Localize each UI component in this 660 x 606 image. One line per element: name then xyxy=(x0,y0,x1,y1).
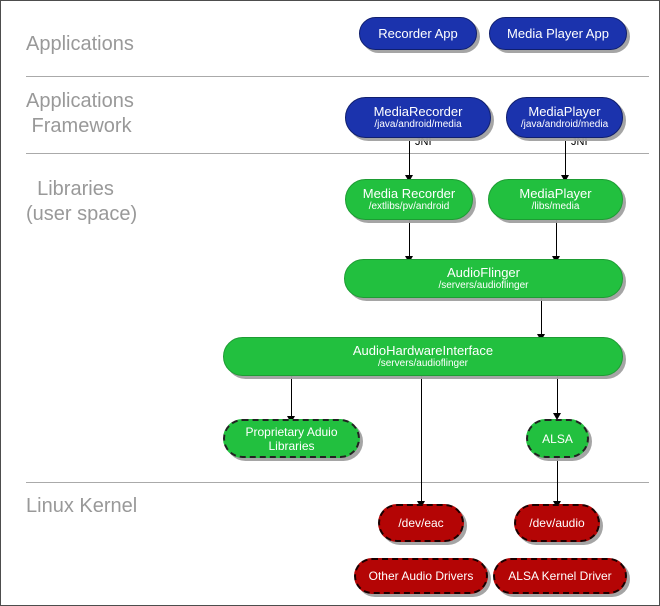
node-audioflinger[interactable]: AudioFlinger /servers/audioflinger xyxy=(344,259,623,298)
node-alsa-kernel-driver-title: ALSA Kernel Driver xyxy=(508,569,612,583)
node-dev-audio-title: /dev/audio xyxy=(529,516,585,530)
connector-media-recorder-lib-to-audioflinger xyxy=(409,220,410,260)
divider-applications xyxy=(26,76,649,77)
layer-label-libraries: Libraries (user space) xyxy=(26,178,138,225)
node-alsa-kernel-driver[interactable]: ALSA Kernel Driver xyxy=(493,558,627,594)
connector-mediaplayer-to-lib xyxy=(565,141,566,178)
layer-label-applications-framework: Applications Framework xyxy=(26,90,134,137)
node-media-recorder-lib[interactable]: Media Recorder /extlibs/pv/android xyxy=(345,179,473,220)
edge-label-jni-recorder: JNI xyxy=(415,136,432,148)
connector-ahi-to-proprietary-libs xyxy=(291,376,292,420)
divider-applications-framework xyxy=(26,153,649,154)
node-mediaplayer-framework-title: MediaPlayer xyxy=(528,104,601,119)
connector-ahi-to-alsa xyxy=(557,376,558,416)
node-mediaplayer-framework-subtitle: /java/android/media xyxy=(520,119,609,130)
node-audiohardwareinterface-title: AudioHardwareInterface xyxy=(352,343,494,358)
connector-audioflinger-to-audiohardwareinterface xyxy=(541,298,542,338)
node-mediaplayer-framework[interactable]: MediaPlayer /java/android/media xyxy=(506,97,623,138)
node-audioflinger-subtitle: /servers/audioflinger xyxy=(438,280,529,291)
divider-linux-kernel xyxy=(26,482,649,483)
node-alsa-title: ALSA xyxy=(542,431,573,446)
node-proprietary-audio-libraries[interactable]: Proprietary Aduio Libraries xyxy=(223,419,360,458)
node-mediarecorder-framework-subtitle: /java/android/media xyxy=(374,119,462,130)
node-dev-eac[interactable]: /dev/eac xyxy=(378,504,464,542)
node-dev-eac-title: /dev/eac xyxy=(398,516,444,530)
node-mediaplayer-lib[interactable]: MediaPlayer /libs/media xyxy=(488,179,623,220)
node-media-recorder-lib-title: Media Recorder xyxy=(362,186,456,201)
node-proprietary-audio-libraries-title: Proprietary Aduio Libraries xyxy=(245,424,338,453)
node-media-recorder-lib-subtitle: /extlibs/pv/android xyxy=(368,201,450,212)
node-dev-audio[interactable]: /dev/audio xyxy=(514,504,600,542)
node-recorder-app-title: Recorder App xyxy=(378,26,458,41)
node-other-audio-drivers-title: Other Audio Drivers xyxy=(368,569,474,583)
node-mediaplayer-lib-subtitle: /libs/media xyxy=(531,201,580,212)
connector-mediaplayer-lib-to-audioflinger xyxy=(556,220,557,260)
connector-alsa-to-dev-audio xyxy=(557,458,558,506)
node-mediarecorder-framework[interactable]: MediaRecorder /java/android/media xyxy=(345,97,491,138)
layer-label-applications: Applications xyxy=(26,33,134,55)
node-audioflinger-title: AudioFlinger xyxy=(447,265,520,280)
node-mediarecorder-framework-title: MediaRecorder xyxy=(373,104,463,119)
node-media-player-app-title: Media Player App xyxy=(507,26,609,41)
node-other-audio-drivers[interactable]: Other Audio Drivers xyxy=(354,558,488,594)
layer-label-linux-kernel: Linux Kernel xyxy=(26,495,138,517)
node-recorder-app[interactable]: Recorder App xyxy=(359,17,477,50)
node-alsa[interactable]: ALSA xyxy=(526,419,589,458)
connector-ahi-to-dev-eac xyxy=(421,376,422,506)
node-audiohardwareinterface-subtitle: /servers/audioflinger xyxy=(377,358,469,369)
connector-mediarecorder-to-lib xyxy=(409,141,410,178)
edge-label-jni-player: JNI xyxy=(571,136,588,148)
node-mediaplayer-lib-title: MediaPlayer xyxy=(519,186,592,201)
node-media-player-app[interactable]: Media Player App xyxy=(489,17,627,50)
node-audiohardwareinterface[interactable]: AudioHardwareInterface /servers/audiofli… xyxy=(223,337,623,376)
arrowhead-ahi-to-alsa xyxy=(553,413,561,420)
